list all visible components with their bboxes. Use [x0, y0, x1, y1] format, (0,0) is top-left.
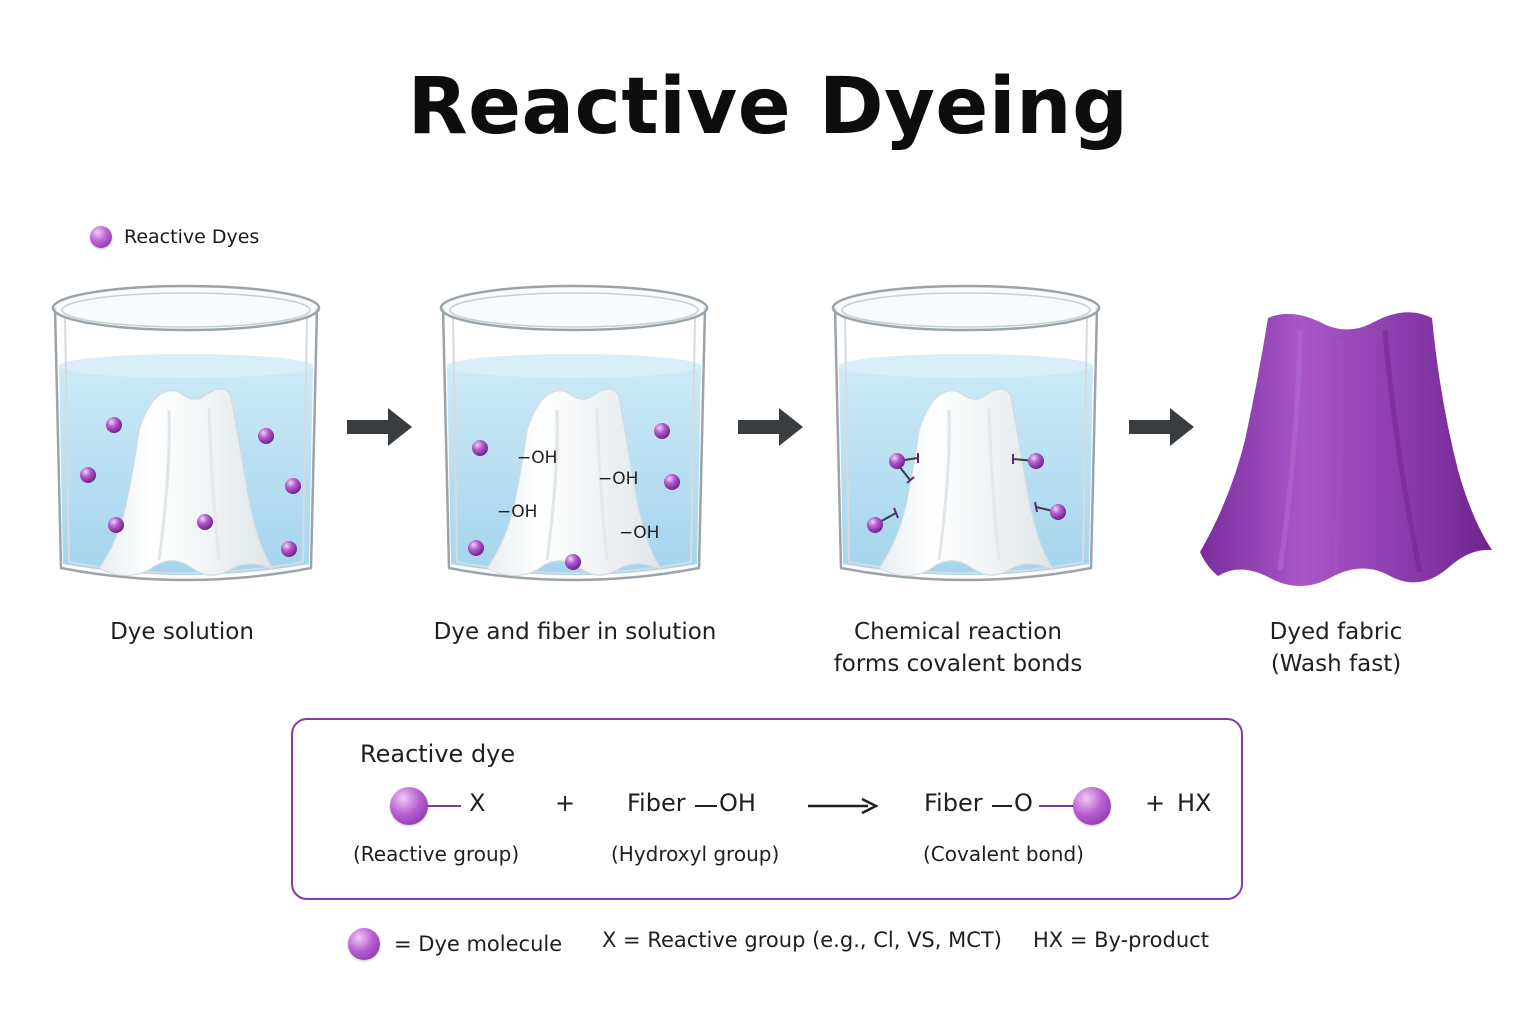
- dye-molecules-step2: [468, 423, 680, 570]
- step-label-2: Dye and fiber in solution: [405, 616, 745, 648]
- step-label-3: Chemical reaction forms covalent bonds: [808, 616, 1108, 680]
- dye-molecules-step1: [80, 417, 301, 557]
- key-reactive-group: X = Reactive group (e.g., Cl, VS, MCT): [602, 928, 1002, 952]
- caption-hydroxyl-group: (Hydroxyl group): [611, 842, 780, 866]
- hydroxyl-label: −OH: [517, 448, 557, 468]
- reactive-group-x: X: [469, 789, 486, 817]
- dye-molecule: [197, 514, 213, 530]
- dye-molecule: [565, 554, 581, 570]
- hydroxyl-label: −OH: [497, 502, 537, 522]
- reaction-arrow-icon: [808, 797, 878, 815]
- step-label-line: Dyed fabric: [1269, 619, 1403, 645]
- dye-molecule: [1050, 504, 1066, 520]
- fiber-label: Fiber: [627, 789, 686, 817]
- bond-line: [1039, 805, 1075, 807]
- dye-molecule: [468, 540, 484, 556]
- dye-molecule: [664, 474, 680, 490]
- bond-line: [427, 805, 461, 807]
- dye-molecule: [285, 478, 301, 494]
- hydroxyl-label: −OH: [598, 469, 638, 489]
- bond-line: [992, 805, 1012, 807]
- dye-molecule-icon: [90, 226, 112, 248]
- beaker-1: [51, 284, 321, 582]
- dye-molecule-icon: [348, 928, 380, 960]
- dyed-fabric: [1200, 312, 1492, 586]
- step-label-line: (Wash fast): [1270, 651, 1402, 677]
- step-label-line: Chemical reaction: [854, 619, 1062, 645]
- dye-molecule-icon: [1073, 787, 1111, 825]
- key-label: X = Reactive group (e.g., Cl, VS, MCT): [602, 928, 1002, 952]
- bonded-dyes-step3: [867, 453, 1066, 533]
- hydroxyl-oh: OH: [719, 789, 756, 817]
- equation-heading: Reactive dye: [360, 740, 516, 768]
- dye-molecule: [889, 453, 905, 469]
- arrow-right-icon: [738, 408, 803, 446]
- step-label-line: Dye solution: [110, 619, 254, 645]
- dye-molecule: [80, 467, 96, 483]
- step-label-1: Dye solution: [62, 616, 302, 648]
- dye-molecule: [258, 428, 274, 444]
- oxygen-label: O: [1014, 789, 1033, 817]
- caption-reactive-group: (Reactive group): [353, 842, 520, 866]
- legend-label: Reactive Dyes: [124, 226, 260, 248]
- key-byproduct: HX = By-product: [1033, 928, 1209, 952]
- page-title: Reactive Dyeing: [407, 62, 1129, 152]
- caption-covalent-bond: (Covalent bond): [923, 842, 1084, 866]
- dye-molecule-icon: [390, 787, 428, 825]
- beaker-3: [831, 284, 1101, 582]
- hydroxyl-label: −OH: [619, 523, 659, 543]
- dye-molecule: [867, 517, 883, 533]
- legend-reactive-dyes: Reactive Dyes: [90, 226, 259, 248]
- step-label-line: forms covalent bonds: [833, 651, 1083, 677]
- bond-line: [695, 805, 717, 807]
- key-label: HX = By-product: [1033, 928, 1209, 952]
- step-label-line: Dye and fiber in solution: [433, 619, 717, 645]
- dye-molecule: [106, 417, 122, 433]
- dye-molecule: [654, 423, 670, 439]
- arrow-right-icon: [1129, 408, 1194, 446]
- plus-sign: +: [1145, 789, 1166, 817]
- byproduct-hx: HX: [1177, 789, 1212, 817]
- key-label: = Dye molecule: [394, 932, 563, 956]
- reaction-equation-box: Reactive dye X + Fiber OH Fiber O + HX (…: [291, 718, 1243, 900]
- key-dye-molecule: = Dye molecule: [348, 928, 562, 960]
- dye-molecule: [472, 440, 488, 456]
- step-label-4: Dyed fabric (Wash fast): [1216, 616, 1456, 680]
- fiber-label: Fiber: [924, 789, 983, 817]
- dye-molecule: [281, 541, 297, 557]
- dye-molecule: [1028, 453, 1044, 469]
- dye-molecule: [108, 517, 124, 533]
- arrow-right-icon: [347, 408, 412, 446]
- plus-sign: +: [555, 789, 576, 817]
